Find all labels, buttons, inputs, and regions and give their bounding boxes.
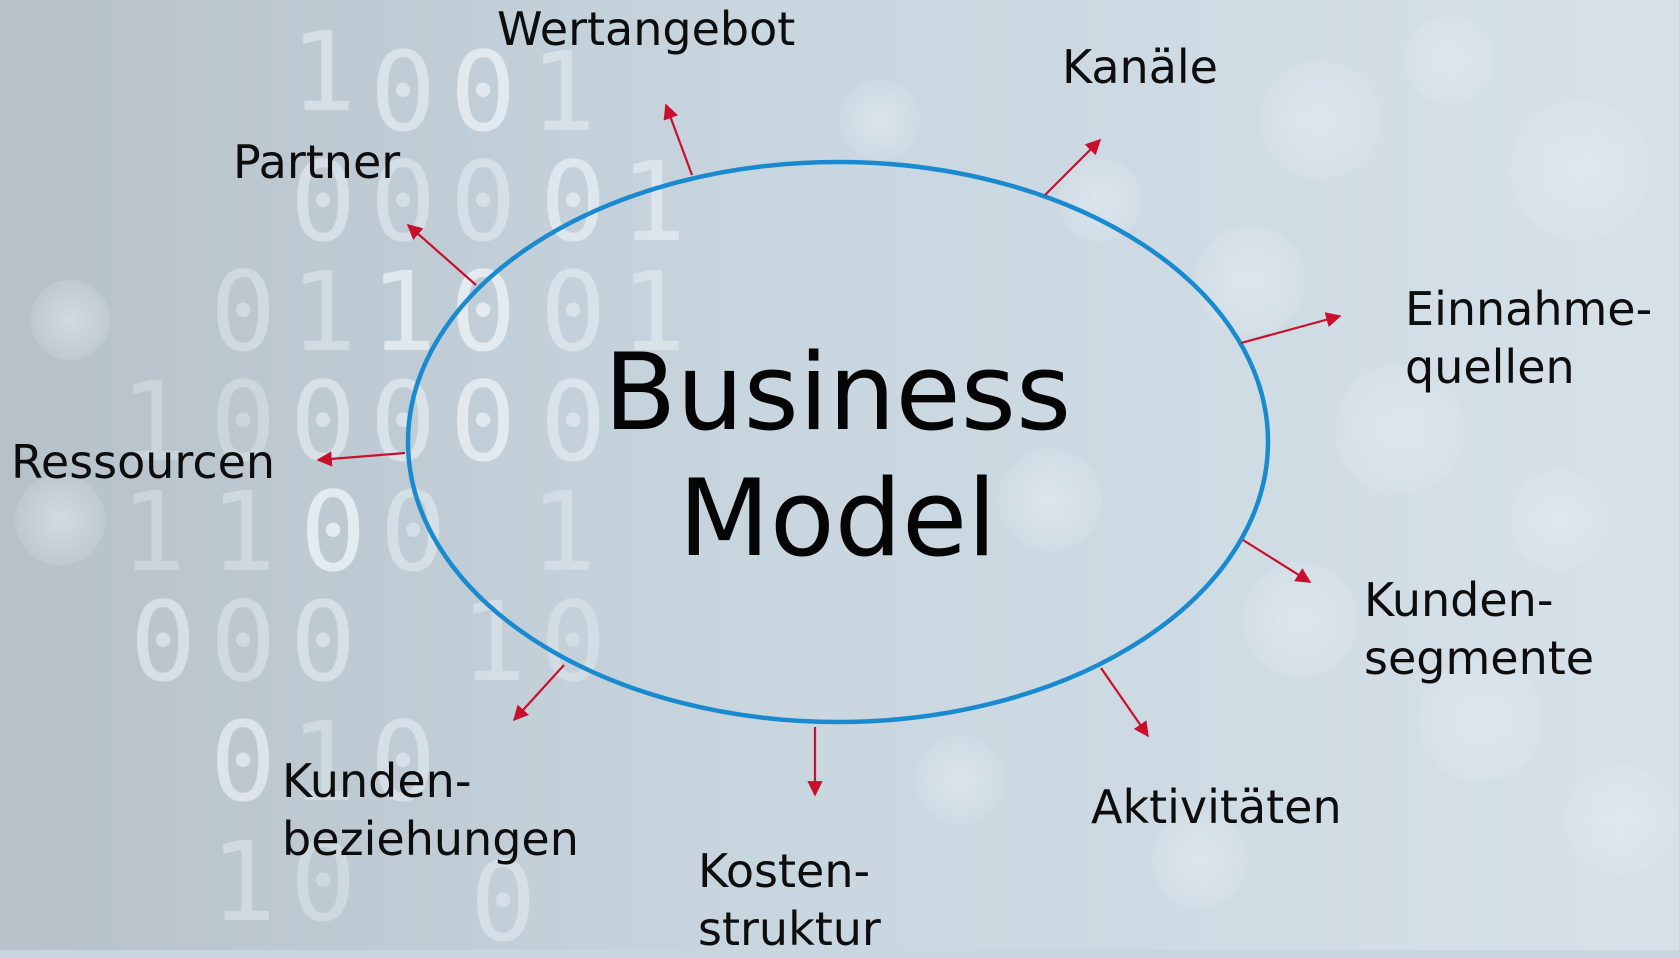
svg-text:0: 0 [470, 838, 536, 950]
svg-text:0: 0 [540, 358, 606, 486]
arrow-partner [406, 223, 477, 286]
label-kundenbeziehungen-line1: Kunden- [282, 754, 472, 808]
svg-text:1: 1 [620, 138, 686, 266]
svg-text:0: 0 [370, 698, 436, 826]
label-kundenbeziehungen-line2: beziehungen [282, 812, 579, 866]
label-aktivitaeten: Aktivitäten [1091, 780, 1342, 834]
label-kundensegmente-line1: Kunden- [1364, 573, 1554, 627]
label-kostenstruktur-line2: struktur [698, 902, 881, 956]
arrow-kundensegmente [1242, 539, 1312, 583]
svg-text:0: 0 [210, 248, 276, 376]
svg-text:0: 0 [290, 818, 356, 946]
svg-text:0: 0 [450, 28, 516, 156]
svg-text:0: 0 [290, 578, 356, 706]
label-partner: Partner [233, 135, 401, 189]
svg-text:0: 0 [540, 138, 606, 266]
label-einnahmequellen: Einnahme- quellen [1405, 280, 1652, 396]
svg-text:0: 0 [210, 698, 276, 826]
svg-text:1: 1 [120, 468, 186, 596]
svg-text:1: 1 [290, 248, 356, 376]
svg-text:1: 1 [460, 578, 526, 706]
svg-text:0: 0 [540, 578, 606, 706]
arrow-aktivitaeten [1100, 667, 1149, 738]
svg-text:0: 0 [210, 358, 276, 486]
center-title-line2: Model [678, 457, 997, 580]
arrow-einnahmequellen [1240, 312, 1342, 345]
svg-text:0: 0 [210, 578, 276, 706]
svg-text:1: 1 [620, 248, 686, 376]
svg-text:0: 0 [290, 138, 356, 266]
label-einnahmequellen-line2: quellen [1405, 340, 1575, 394]
label-wertangebot: Wertangebot [497, 2, 796, 56]
label-einnahmequellen-line1: Einnahme- [1405, 282, 1653, 336]
center-title-line1: Business [603, 331, 1072, 454]
svg-text:0: 0 [540, 248, 606, 376]
svg-text:1: 1 [370, 248, 436, 376]
label-kostenstruktur-line1: Kosten- [698, 844, 871, 898]
svg-text:1: 1 [210, 818, 276, 946]
business-model-ellipse [405, 159, 1271, 725]
svg-text:0: 0 [300, 468, 366, 596]
arrow-kundenbeziehungen [512, 664, 565, 722]
label-kundenbeziehungen: Kunden- beziehungen [282, 752, 579, 868]
label-kostenstruktur: Kosten- struktur [698, 842, 881, 958]
svg-text:1: 1 [530, 28, 596, 156]
svg-text:1: 1 [210, 468, 276, 596]
svg-text:0: 0 [450, 138, 516, 266]
arrow-ressourcen [316, 451, 406, 467]
svg-text:0: 0 [450, 248, 516, 376]
label-kundensegmente-line2: segmente [1364, 631, 1595, 685]
center-title: Business Model [530, 330, 1145, 582]
svg-text:1: 1 [530, 468, 596, 596]
svg-text:0: 0 [370, 28, 436, 156]
label-ressourcen: Ressourcen [11, 435, 276, 489]
arrow-kanaele [1044, 138, 1102, 196]
arrow-wertangebot [663, 103, 694, 176]
svg-text:1: 1 [120, 358, 186, 486]
label-kanaele: Kanäle [1062, 40, 1218, 94]
label-kundensegmente: Kunden- segmente [1364, 571, 1594, 687]
svg-text:1: 1 [290, 8, 356, 136]
svg-text:0: 0 [370, 138, 436, 266]
svg-text:1: 1 [290, 698, 356, 826]
svg-text:0: 0 [130, 578, 196, 706]
svg-text:0: 0 [370, 358, 436, 486]
svg-text:0: 0 [450, 358, 516, 486]
